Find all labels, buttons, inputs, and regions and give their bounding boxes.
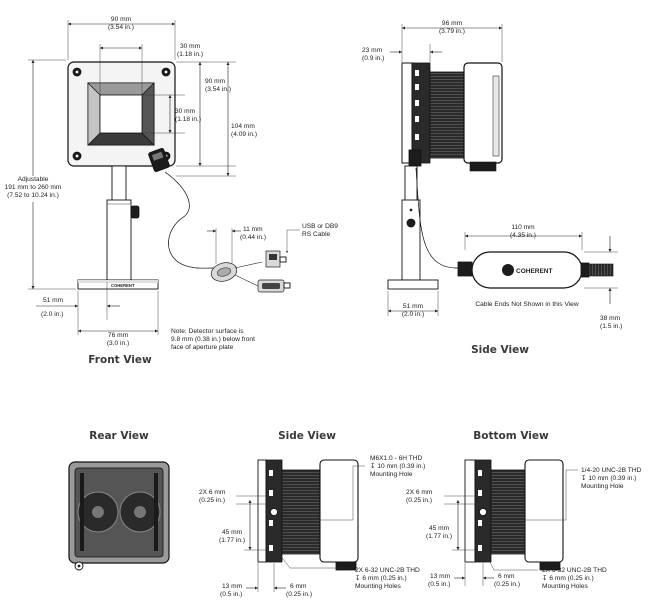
- aperture-plate: [87, 82, 155, 146]
- dim-side-45: 45 mm: [222, 529, 243, 536]
- svg-text:↧ 6 mm (0.25 in.): ↧ 6 mm (0.25 in.): [542, 574, 594, 582]
- dim-box-110: 110 mm: [511, 224, 535, 231]
- bottom-view: Bottom View 1/4-20 UNC-2B THD ↧ 10 mm (0…: [406, 430, 642, 590]
- svg-text:(1.77 in.): (1.77 in.): [219, 537, 245, 544]
- base-brand: COHERENT: [111, 283, 135, 288]
- rear-view: Rear View: [68, 430, 170, 571]
- dim-side-2x6: 2X 6 mm: [199, 489, 226, 496]
- cable-ends-note: Cable Ends Not Shown in this View: [475, 301, 578, 308]
- svg-text:(0.25 in.): (0.25 in.): [199, 497, 225, 504]
- dim-box-38: 38 mm: [600, 315, 621, 322]
- post: [111, 165, 127, 203]
- svg-text:RS Cable: RS Cable: [302, 231, 331, 238]
- svg-text:↧ 10 mm (0.39 in.): ↧ 10 mm (0.39 in.): [370, 462, 425, 470]
- cable-box: [457, 261, 473, 277]
- dim-cable-diameter: 11 mm: [243, 226, 263, 233]
- dim-bottom-13: 13 mm: [430, 573, 451, 580]
- side-view-top-title: Side View: [471, 344, 529, 356]
- dim-width: 90 mm: [111, 16, 132, 23]
- bottom-dimensions: 1/4-20 UNC-2B THD ↧ 10 mm (0.39 in.) Mou…: [406, 467, 642, 588]
- svg-text:(0.9 in.): (0.9 in.): [362, 55, 384, 62]
- side-top-dimensions: 96 mm (3.79 in.) 23 mm (0.9 in.) 110 mm …: [362, 20, 622, 330]
- 632-holes-spec: 2X 6-32 UNC-2B THD: [355, 567, 420, 574]
- side-view-bottom: Side View M6X1.0 - 6H THD ↧ 10 mm (0.39 …: [199, 430, 425, 598]
- dim-bottom-45: 45 mm: [429, 525, 450, 532]
- side-post-holder: [401, 199, 421, 281]
- detector-note: Note: Detector surface is: [171, 328, 244, 335]
- svg-text:Mounting Hole: Mounting Hole: [370, 471, 413, 478]
- dim-adjustable-label: Adjustable: [18, 176, 49, 183]
- svg-text:(3.0 in.): (3.0 in.): [107, 340, 129, 347]
- svg-text:Mounting Holes: Mounting Holes: [355, 583, 402, 590]
- svg-text:(1.18 in.): (1.18 in.): [177, 51, 203, 58]
- svg-text:(3.54 in.): (3.54 in.): [205, 86, 231, 93]
- fan-left: [77, 491, 119, 533]
- svg-text:face of aperture plate: face of aperture plate: [171, 344, 234, 351]
- fan-right: [119, 491, 161, 533]
- svg-text:9.8 mm (0.38 in.) below front: 9.8 mm (0.38 in.) below front: [171, 336, 255, 343]
- dim-aperture-height: 30 mm: [175, 108, 196, 115]
- cable-box-brand: COHERENT: [516, 268, 553, 275]
- svg-text:(7.52 to 10.24 in.): (7.52 to 10.24 in.): [7, 192, 59, 199]
- thumbscrew: [130, 205, 140, 219]
- svg-text:(1.18 in.): (1.18 in.): [175, 116, 201, 123]
- svg-text:(2.0 in.): (2.0 in.): [41, 311, 63, 318]
- cable: [164, 171, 216, 269]
- heat-sink: [429, 71, 465, 159]
- bottom-view-title: Bottom View: [473, 430, 549, 442]
- svg-text:Mounting Hole: Mounting Hole: [581, 483, 624, 490]
- side-view-bottom-title: Side View: [278, 430, 336, 442]
- svg-text:(3.54 in.): (3.54 in.): [108, 24, 134, 31]
- side-view-top: COHERENT 96 mm (3.79 in.) 23 mm (0.9 in.…: [362, 20, 622, 356]
- svg-text:↧ 6 mm (0.25 in.): ↧ 6 mm (0.25 in.): [355, 574, 407, 582]
- side-bottom-dimensions: M6X1.0 - 6H THD ↧ 10 mm (0.39 in.) Mount…: [199, 455, 425, 598]
- dim-bottom-2x6: 2X 6 mm: [406, 489, 433, 496]
- m6-hole-spec: M6X1.0 - 6H THD: [370, 455, 423, 462]
- usb-db9-label: USB or DB9: [302, 223, 338, 230]
- dim-bottom-6: 6 mm: [498, 573, 515, 580]
- cable-connector: [148, 148, 170, 172]
- dim-side-6: 6 mm: [290, 583, 307, 590]
- svg-text:(3.79 in.): (3.79 in.): [439, 28, 465, 35]
- svg-text:(0.25 in.): (0.25 in.): [286, 591, 312, 598]
- svg-text:Mounting Holes: Mounting Holes: [542, 583, 589, 590]
- rear-view-title: Rear View: [89, 430, 149, 442]
- svg-text:(4.35 in.): (4.35 in.): [510, 232, 536, 239]
- front-view-title: Front View: [88, 354, 152, 366]
- 1420-hole-spec: 1/4-20 UNC-2B THD: [581, 467, 642, 474]
- dim-base-76: 76 mm: [108, 332, 129, 339]
- dim-side-base-51: 51 mm: [403, 303, 424, 310]
- svg-text:(1.5 in.): (1.5 in.): [600, 323, 622, 330]
- svg-text:(0.25 in.): (0.25 in.): [406, 497, 432, 504]
- bottom-632-holes-spec: 2X 6-32 UNC-2B THD: [542, 567, 607, 574]
- front-dimensions: 90 mm (3.54 in.) 30 mm (1.18 in.) 90 mm …: [5, 16, 339, 347]
- svg-text:(0.25 in.): (0.25 in.): [494, 581, 520, 588]
- cable-breakout: [210, 250, 291, 293]
- svg-text:(1.77 in.): (1.77 in.): [426, 533, 452, 540]
- svg-text:(0.5 in.): (0.5 in.): [220, 591, 242, 598]
- svg-text:(0.5 in.): (0.5 in.): [428, 581, 450, 588]
- dim-aperture-width: 30 mm: [180, 43, 201, 50]
- svg-text:↧ 10 mm (0.39 in.): ↧ 10 mm (0.39 in.): [581, 474, 636, 482]
- dim-side-13: 13 mm: [222, 583, 243, 590]
- dim-height-104: 104 mm: [231, 123, 255, 130]
- front-view: COHERENT 90 mm (3.54 in.): [5, 16, 339, 366]
- dim-height-90: 90 mm: [205, 78, 226, 85]
- dim-base-51: 51 mm: [43, 297, 64, 304]
- post-holder: [106, 199, 132, 281]
- svg-text:(0.44 in.): (0.44 in.): [240, 234, 266, 241]
- svg-text:(2.0 in.): (2.0 in.): [402, 311, 424, 318]
- svg-text:(4.09 in.): (4.09 in.): [231, 131, 257, 138]
- dim-adjustable-range: 191 mm to 260 mm: [5, 184, 62, 191]
- side-front-plate: [401, 62, 413, 164]
- dim-depth-23: 23 mm: [362, 47, 383, 54]
- dim-depth-96: 96 mm: [442, 20, 463, 27]
